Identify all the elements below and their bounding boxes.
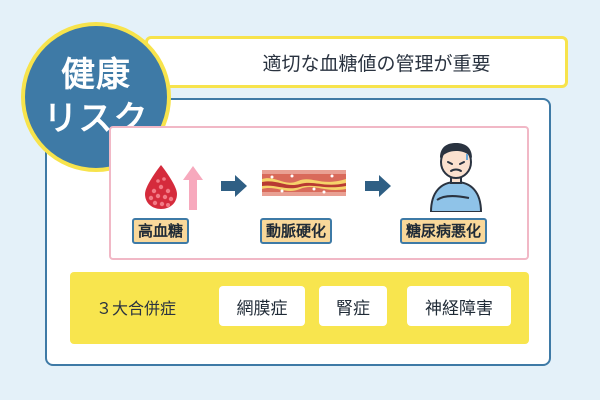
flow-label-text: 高血糖 bbox=[138, 222, 184, 240]
artery-icon bbox=[262, 170, 346, 196]
subtitle-text: 適切な血糖値の管理が重要 bbox=[262, 52, 491, 75]
complication-retinopathy: 網膜症 bbox=[219, 286, 305, 326]
right-arrow-icon bbox=[221, 175, 247, 197]
complication-text: 網膜症 bbox=[236, 298, 288, 319]
complications-label: ３大合併症 bbox=[96, 299, 177, 318]
complication-text: 腎症 bbox=[336, 298, 370, 319]
up-arrow-icon bbox=[183, 166, 203, 210]
flow-label-arteriosclerosis: 動脈硬化 bbox=[260, 218, 333, 244]
blood-drop-icon bbox=[145, 165, 177, 209]
complication-text: 神経障害 bbox=[425, 298, 493, 319]
flow-label-text: 動脈硬化 bbox=[266, 222, 327, 240]
complication-neuropathy: 神経障害 bbox=[407, 286, 511, 326]
title-line-1: 健康 bbox=[61, 55, 131, 95]
flow-label-text: 糖尿病悪化 bbox=[406, 222, 482, 240]
flow-label-diabetes-worsening: 糖尿病悪化 bbox=[400, 218, 488, 244]
sick-person-icon bbox=[429, 143, 483, 212]
right-arrow-icon bbox=[365, 175, 391, 197]
complication-nephropathy: 腎症 bbox=[319, 286, 387, 326]
title-badge: 健康 リスク bbox=[21, 22, 171, 172]
subtitle-banner: 適切な血糖値の管理が重要 bbox=[145, 36, 568, 88]
flow-label-hyperglycemia: 高血糖 bbox=[132, 218, 190, 244]
